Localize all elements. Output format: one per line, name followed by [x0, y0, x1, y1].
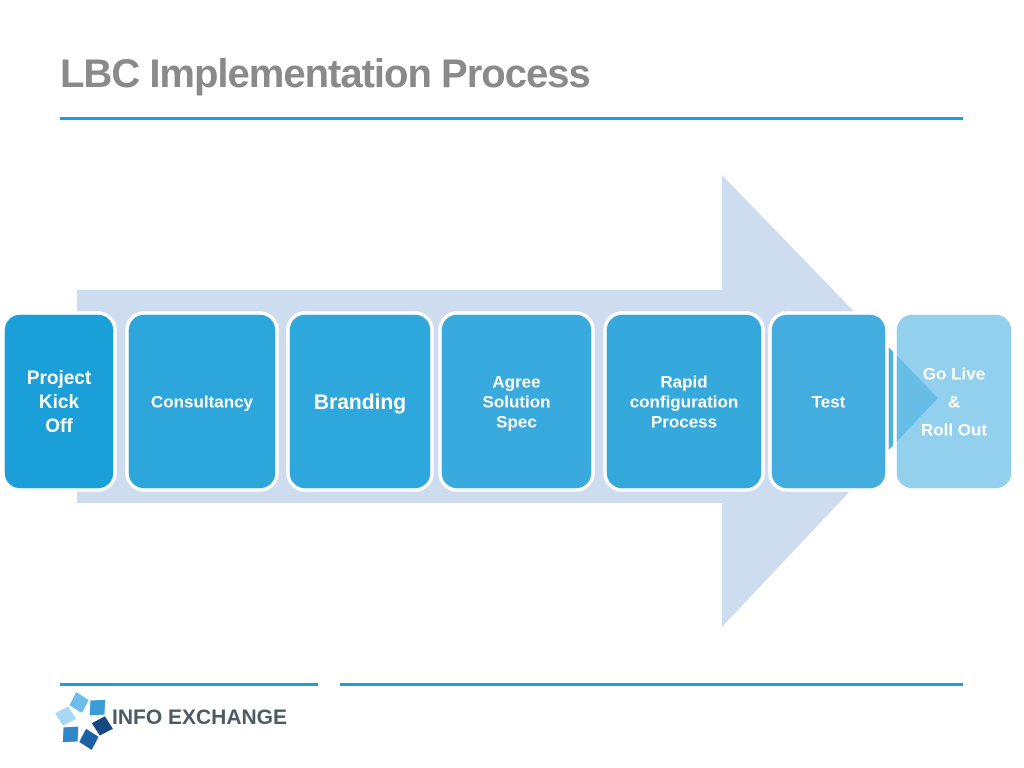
step-box — [603, 311, 765, 492]
slide-title: LBC Implementation Process — [60, 52, 591, 96]
info-exchange-logo-icon — [55, 692, 113, 750]
logo-petal-icon — [79, 728, 99, 750]
logo-petal-icon — [69, 692, 89, 714]
step-box — [438, 311, 595, 492]
logo-petal-icon — [91, 716, 113, 736]
process-step: Branding — [286, 311, 434, 492]
step-label: Consultancy — [151, 392, 254, 411]
step-box — [768, 311, 889, 492]
process-step: Test — [768, 311, 889, 492]
logo-star-icon — [74, 711, 93, 731]
logo-petal-icon — [62, 726, 79, 743]
step-label: Test — [812, 392, 846, 411]
logo-petal-icon — [55, 706, 77, 726]
step-box — [286, 311, 434, 492]
footer-rule-right — [340, 683, 963, 686]
step-box — [1, 311, 117, 492]
step-label: Go Live&Roll Out — [921, 364, 987, 439]
title-underline — [60, 117, 963, 120]
brand-name: INFO EXCHANGE — [112, 706, 288, 729]
step-box — [125, 311, 279, 492]
footer-rule-left — [60, 683, 318, 686]
step-box — [893, 311, 1015, 492]
process-step: Consultancy — [125, 311, 279, 492]
logo-petal-icon — [89, 699, 106, 716]
process-step: Go Live&Roll Out — [893, 311, 1015, 492]
step-label: Branding — [314, 391, 406, 414]
